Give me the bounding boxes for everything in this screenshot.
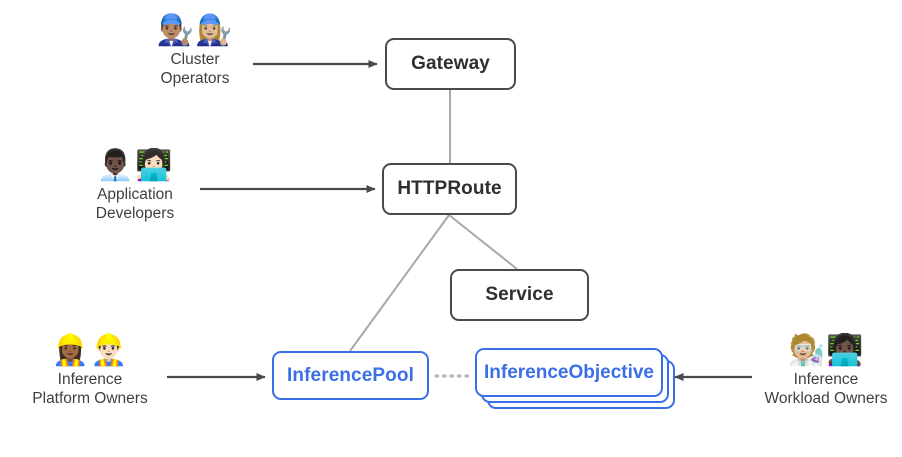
node-service-label: Service — [485, 284, 554, 305]
persona-cluster-operators-line2: Operators — [160, 70, 230, 87]
persona-application-developers-line2: Developers — [95, 205, 175, 222]
persona-application-developers-label: Application Developers — [96, 185, 174, 223]
node-gateway-label: Gateway — [411, 53, 490, 74]
cluster-operators-avatar-icon: 👨🏽‍🔧👩🏼‍🔧 — [156, 13, 234, 48]
connector-httproute-service — [448, 214, 518, 270]
node-httproute[interactable]: HTTPRoute — [382, 163, 517, 215]
persona-application-developers: 👨🏿‍💼👩🏻‍💻 Application Developers — [68, 149, 202, 223]
persona-inference-platform-owners: 👷🏾‍♀️👷🏻‍♂️ Inference Platform Owners — [12, 334, 168, 408]
node-inferencepool[interactable]: InferencePool — [272, 351, 429, 400]
inference-platform-owners-avatar-icon: 👷🏾‍♀️👷🏻‍♂️ — [51, 333, 129, 368]
node-inferenceobjective-stack[interactable]: InferenceObjective — [475, 348, 687, 410]
application-developers-avatar-icon: 👨🏿‍💼👩🏻‍💻 — [96, 148, 174, 183]
node-inferenceobjective-label: InferenceObjective — [483, 361, 655, 383]
persona-inference-workload-owners-line1: Inference — [793, 371, 859, 388]
node-service[interactable]: Service — [450, 269, 589, 321]
persona-inference-platform-owners-line1: Inference — [57, 371, 123, 388]
persona-cluster-operators: 👨🏽‍🔧👩🏼‍🔧 Cluster Operators — [133, 14, 257, 88]
node-inferencepool-label: InferencePool — [287, 364, 414, 386]
persona-inference-workload-owners-line2: Workload Owners — [764, 390, 888, 407]
persona-cluster-operators-line1: Cluster — [170, 51, 220, 68]
persona-inference-platform-owners-line2: Platform Owners — [32, 390, 148, 407]
node-httproute-label: HTTPRoute — [397, 178, 502, 199]
node-gateway[interactable]: Gateway — [385, 38, 516, 90]
persona-inference-workload-owners-label: Inference Workload Owners — [765, 370, 888, 408]
persona-inference-platform-owners-label: Inference Platform Owners — [32, 370, 147, 408]
persona-application-developers-line1: Application — [97, 186, 173, 203]
persona-cluster-operators-label: Cluster Operators — [161, 50, 230, 88]
node-inferenceobjective[interactable]: InferenceObjective — [475, 348, 663, 397]
persona-inference-workload-owners: 🧑🏼‍🔬👩🏿‍💻 Inference Workload Owners — [748, 334, 902, 408]
connector-httproute-inferencepool — [349, 214, 450, 352]
inference-workload-owners-avatar-icon: 🧑🏼‍🔬👩🏿‍💻 — [787, 333, 865, 368]
